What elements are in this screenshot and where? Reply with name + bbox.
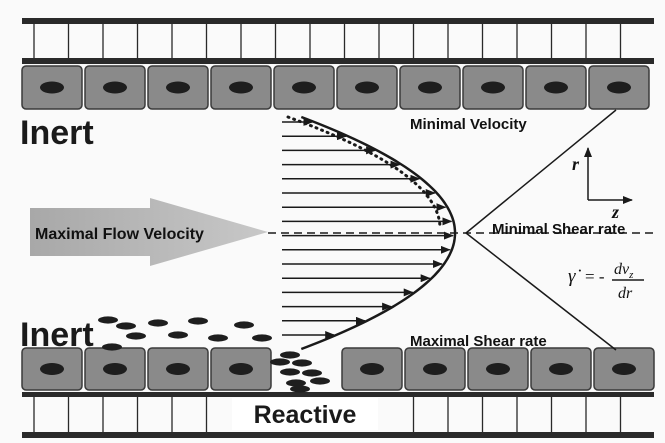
shear-rate-formula: γ̇ = - dvz dr (568, 261, 644, 302)
platelet (270, 358, 290, 366)
velocity-profile-arrows (282, 118, 454, 339)
bottom-wall-ticks (33, 397, 622, 432)
bottom-wall-inner-line (22, 392, 654, 397)
cell-nucleus (166, 363, 190, 375)
platelet (302, 369, 322, 377)
cell-nucleus (229, 81, 253, 94)
r-axis-label: r (572, 154, 580, 174)
formula-gamma-dot: γ̇ (568, 266, 581, 287)
top-wall-outer-line (22, 18, 654, 24)
cell-nucleus (544, 81, 568, 94)
cell-nucleus (612, 363, 636, 375)
cell-nucleus (229, 363, 253, 375)
cell-nucleus (103, 81, 127, 94)
platelet (234, 321, 254, 329)
platelet (280, 368, 300, 376)
platelet (290, 385, 310, 393)
cell-nucleus (40, 363, 64, 375)
bottom-cell-row (21, 347, 655, 391)
cell-nucleus (481, 81, 505, 94)
cell-nucleus (103, 363, 127, 375)
platelet (168, 331, 188, 339)
maximal-shear-rate-label: Maximal Shear rate (410, 333, 547, 350)
maximal-flow-velocity-label: Maximal Flow Velocity (35, 226, 204, 243)
dotted-profile-curve (286, 115, 442, 229)
platelet (148, 319, 168, 327)
platelet (116, 322, 136, 330)
z-axis-label: z (611, 202, 619, 222)
cell-nucleus (355, 81, 379, 94)
platelet (280, 351, 300, 359)
cell-nucleus (40, 81, 64, 94)
platelet (126, 332, 146, 340)
bottom-wall-outer-line (22, 432, 654, 438)
formula-numerator-sub: z (628, 269, 634, 281)
cell-nucleus (418, 81, 442, 94)
reactive-label: Reactive (254, 401, 357, 429)
inert-bottom-label: Inert (20, 316, 94, 354)
platelet (98, 316, 118, 324)
platelet (188, 317, 208, 325)
platelet (102, 343, 122, 351)
maximal-flow-arrow: Maximal Flow Velocity (30, 198, 268, 266)
platelet-cluster (98, 316, 330, 393)
cell-nucleus (607, 81, 631, 94)
cell-nucleus (166, 81, 190, 94)
formula-equals: = - (585, 267, 605, 286)
coordinate-axes: r z (572, 147, 633, 222)
formula-numerator: dvz (614, 261, 634, 281)
top-cell-row (21, 65, 650, 110)
big-flow-arrow-shape (30, 198, 268, 266)
minimal-velocity-label: Minimal Velocity (410, 116, 527, 133)
cell-nucleus (360, 363, 384, 375)
minimal-shear-rate-label: Minimal Shear rate (492, 221, 625, 238)
platelet (286, 379, 306, 387)
formula-numerator-base: dv (614, 261, 630, 278)
top-wall-inner-line (22, 58, 654, 64)
cell-nucleus (486, 363, 510, 375)
top-wall-ticks (33, 24, 622, 58)
bottom-wall (22, 392, 654, 438)
formula-denominator: dr (618, 285, 633, 302)
platelet (208, 334, 228, 342)
cell-nucleus (292, 81, 316, 94)
cone-line-bottom (465, 232, 617, 351)
top-wall (22, 18, 654, 64)
platelet (292, 359, 312, 367)
cell-nucleus (423, 363, 447, 375)
platelet (310, 377, 330, 385)
cone-line-top (465, 109, 617, 234)
cell-nucleus (549, 363, 573, 375)
inert-top-label: Inert (20, 114, 94, 152)
platelet (252, 334, 272, 342)
reactive-box (232, 398, 378, 430)
